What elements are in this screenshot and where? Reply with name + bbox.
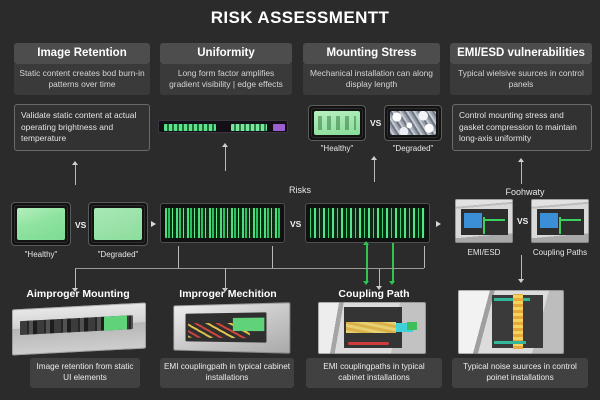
connector-down-col1 (75, 268, 76, 290)
bottom-image-coupling (318, 302, 426, 354)
arrow-down-col3 (376, 286, 382, 290)
bottom-title-3: Coupling Path (338, 288, 410, 300)
middle-caption-healthy: "Healthy" (24, 250, 58, 259)
column-header-subtitle: Typical wielsive suurces in control pane… (450, 64, 592, 95)
mounting-caption-healthy: "Healthy" (320, 144, 354, 153)
emi-panel-right (531, 199, 589, 243)
foohwaty-label: Foohwaty (505, 187, 545, 197)
column-header-title: EMI/ESD vulnerabilities (450, 43, 592, 64)
arrow-right-to-emi (436, 221, 441, 227)
note-box-emi-esd: Control mounting stress and gasket compr… (452, 104, 592, 151)
connector-up-col1 (75, 163, 76, 185)
middle-caption-degraded: "Degraded" (97, 250, 139, 259)
bottom-image-rack (12, 302, 146, 356)
risks-label: Risks (289, 185, 311, 195)
mounting-vs-label: VS (370, 118, 382, 128)
bottom-caption-3: EMI couplingpaths in typical cabinet ins… (306, 358, 442, 388)
column-header-subtitle: Long form factor amplifies gradient visi… (160, 64, 292, 95)
green-connector-2 (392, 243, 394, 283)
column-header-subtitle: Mechanical installation can along displa… (303, 64, 440, 95)
arrow-up-col1 (72, 161, 78, 165)
green-arrow-down-2 (389, 281, 395, 285)
bracket-seg-d (272, 268, 424, 269)
bottom-image-cabinet-tall (458, 290, 564, 354)
risks-vs-label: VS (290, 219, 302, 229)
connector-down-col4 (521, 255, 522, 281)
green-arrow-down-1 (363, 281, 369, 285)
green-arrow-up-1 (363, 241, 369, 245)
arrow-down-col2 (222, 288, 228, 292)
connector-down-col3 (379, 268, 380, 288)
mounting-panel-degraded (384, 105, 442, 141)
arrow-down-col1 (72, 288, 78, 292)
column-header-title: Image Retention (14, 43, 150, 64)
bottom-caption-1: Image retention from static UI elements (30, 358, 140, 388)
bracket-seg-e (424, 246, 425, 268)
connector-h-col1 (75, 268, 178, 269)
bottom-caption-2: EMI couplingpath in typical cabinet inst… (160, 358, 294, 388)
emi-panel-left (455, 199, 513, 243)
connector-up-col2 (225, 145, 226, 171)
mounting-caption-degraded: "Degraded" (392, 144, 434, 153)
green-connector-1 (366, 243, 368, 283)
mounting-panel-healthy (308, 105, 366, 141)
middle-panel-healthy (11, 202, 71, 246)
connector-up-col3 (374, 158, 375, 182)
bottom-title-2: Improger Mechition (179, 288, 277, 300)
column-card-image-retention: Image Retention Static content creates b… (14, 43, 150, 95)
risk-display-left (160, 203, 285, 243)
page-title: RISK ASSESSMENTT (210, 8, 390, 27)
column-card-uniformity: Uniformity Long form factor amplifies gr… (160, 43, 292, 95)
connector-up-col4 (521, 160, 522, 184)
uniformity-display-strip (158, 120, 288, 133)
bracket-seg-a (178, 246, 179, 268)
column-header-subtitle: Static content creates bod burn-in patte… (14, 64, 150, 95)
column-header-title: Uniformity (160, 43, 292, 64)
arrow-down-col4 (518, 279, 524, 283)
column-card-emi-esd: EMI/ESD vulnerabilities Typical wielsive… (450, 43, 592, 95)
column-header-title: Mounting Stress (303, 43, 440, 64)
middle-panel-degraded (88, 202, 148, 246)
emi-caption-left: EMI/ESD (467, 248, 501, 257)
note-box-image-retention: Validate static content at actual operat… (14, 104, 150, 151)
arrow-up-col3 (371, 156, 377, 160)
bottom-title-1: Aimproger Mounting (26, 288, 130, 300)
arrow-up-col2 (222, 143, 228, 147)
bottom-image-cabinet-small (168, 302, 291, 354)
emi-caption-right: Coupling Paths (532, 248, 588, 257)
middle-vs-left: VS (75, 220, 87, 230)
bottom-caption-4: Typical noise suurces in control poinet … (452, 358, 588, 388)
column-card-mounting-stress: Mounting Stress Mechanical installation … (303, 43, 440, 95)
bracket-seg-c (272, 246, 273, 268)
arrow-up-col4 (518, 158, 524, 162)
risk-display-right (305, 203, 430, 243)
connector-down-col2 (225, 268, 226, 290)
arrow-right-to-risks (151, 221, 156, 227)
emi-vs-label: VS (517, 216, 529, 226)
